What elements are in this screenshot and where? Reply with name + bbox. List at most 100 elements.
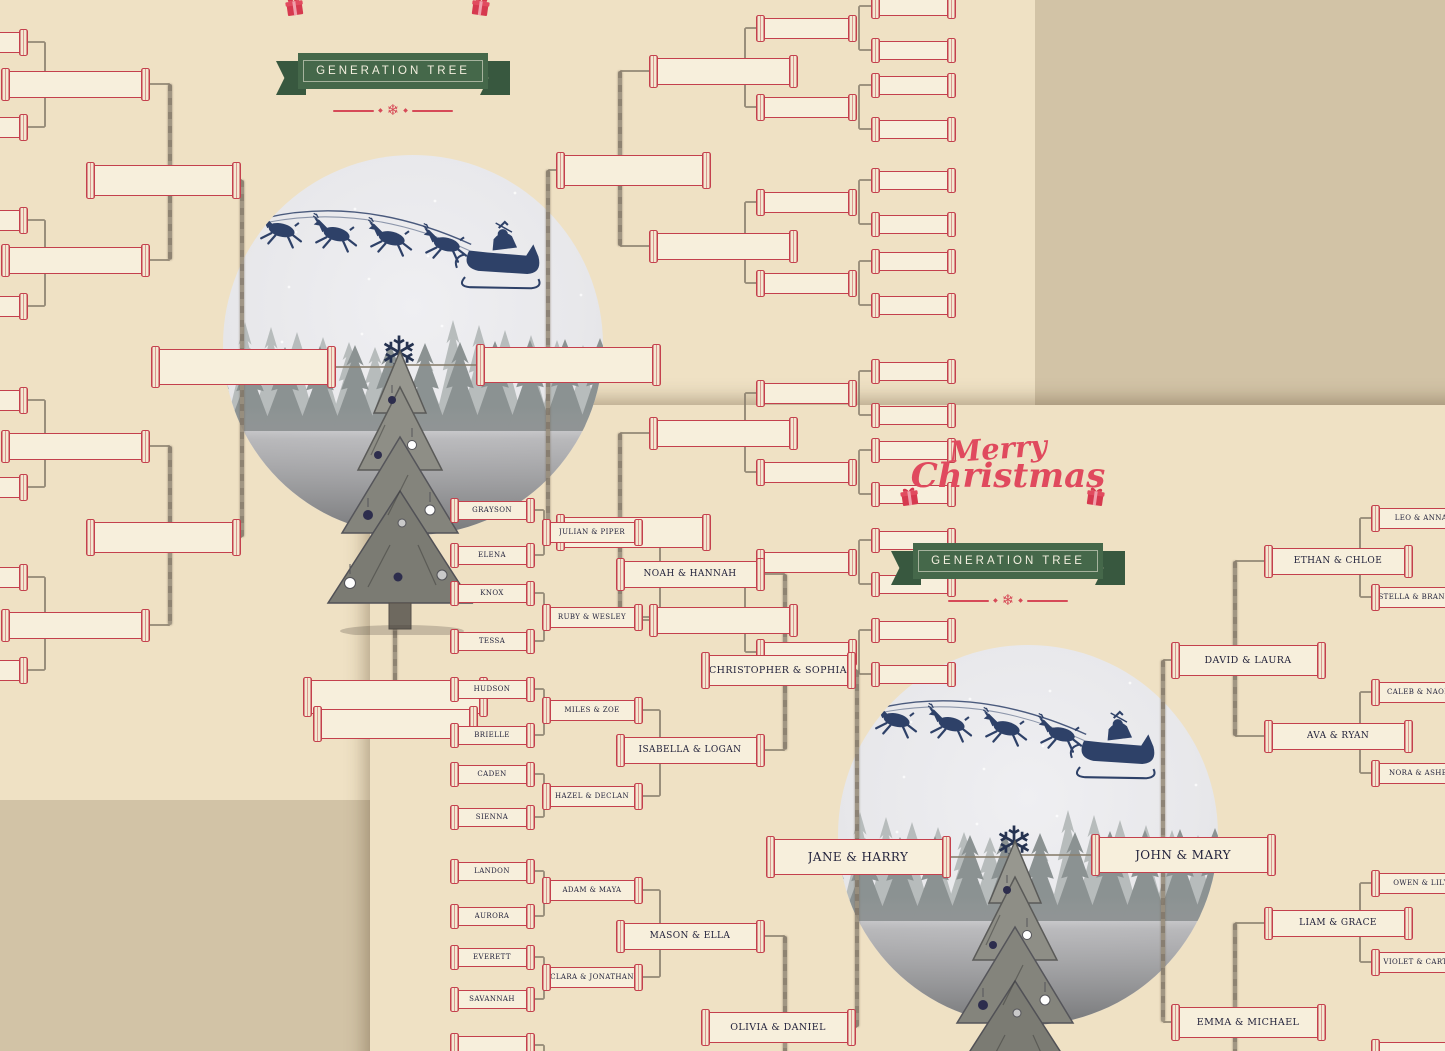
empty-name-banner: [0, 429, 150, 463]
family-name-banner: HAZEL & DECLAN: [541, 782, 643, 810]
empty-name-banner: [870, 661, 956, 687]
scroll-end: [1263, 544, 1273, 578]
family-name-label: STELLA & BRANDON: [1378, 593, 1445, 601]
scroll-end: [846, 651, 856, 689]
family-name-label: EVERETT: [473, 953, 511, 961]
family-name-banner: ELENA: [449, 542, 535, 568]
scroll-end: [312, 706, 322, 742]
branch-line: [745, 651, 760, 653]
family-name-label: ADAM & MAYA: [562, 886, 622, 894]
scroll-end: [449, 903, 459, 929]
scroll-end: [701, 513, 711, 551]
family-name-banner: ADAM & MAYA: [541, 876, 643, 904]
empty-name-banner: [0, 292, 28, 320]
branch-line: [1360, 961, 1375, 963]
scroll-end: [525, 986, 535, 1012]
scroll-end: [231, 161, 241, 199]
family-name-banner: MASON & ELLA: [615, 919, 765, 953]
family-name-banner: CALEB & NAOMI: [1370, 678, 1445, 706]
family-name-banner: JULIAN & PIPER: [541, 518, 643, 546]
empty-name-banner: [870, 571, 956, 597]
branch-line: [858, 85, 860, 129]
scroll-end: [946, 72, 956, 98]
branch-line: [946, 856, 1010, 858]
scroll-end: [525, 903, 535, 929]
empty-name-banner: [755, 93, 857, 121]
family-name-banner: JANE & HARRY: [765, 836, 951, 878]
branch-line: [530, 816, 544, 818]
scroll-end: [788, 416, 798, 450]
empty-name-banner: [755, 379, 857, 407]
scroll-end: [648, 416, 658, 450]
scroll-end: [1370, 759, 1380, 787]
branch-line: [530, 640, 544, 642]
branch-line: [638, 976, 660, 978]
branch-line: [1163, 659, 1175, 661]
branch-line: [23, 669, 45, 671]
family-name-banner: DAVID & LAURA: [1170, 641, 1326, 679]
scroll-end: [449, 628, 459, 654]
scroll-end: [870, 617, 880, 643]
family-name-label: CALEB & NAOMI: [1386, 688, 1445, 696]
christmas-tree-illustration: [955, 839, 1075, 1051]
family-name-banner: BRIELLE: [449, 722, 535, 748]
scroll-end: [870, 248, 880, 274]
family-name-label: ELENA: [477, 551, 507, 559]
scroll-end: [615, 557, 625, 591]
scroll-end: [449, 722, 459, 748]
scroll-end: [475, 344, 485, 386]
family-name-banner: AVA & RYAN: [1263, 719, 1413, 753]
scroll-end: [615, 919, 625, 953]
empty-name-banner: [870, 248, 956, 274]
scroll-end: [946, 402, 956, 428]
scroll-end: [870, 167, 880, 193]
scroll-end: [870, 571, 880, 597]
scroll-end: [946, 211, 956, 237]
branch-line: [859, 49, 873, 51]
branch-line: [530, 509, 544, 511]
empty-name-banner: [648, 416, 798, 450]
scroll-end: [755, 93, 765, 121]
branch-line: [760, 935, 785, 937]
scroll-end: [765, 836, 775, 878]
branch-line: [859, 673, 873, 675]
branch-line: [859, 223, 873, 225]
family-name-label: AURORA: [474, 912, 510, 920]
scroll-end: [755, 379, 765, 407]
branch-line: [1360, 691, 1375, 693]
empty-name-banner: [755, 458, 857, 486]
branch-line: [145, 624, 170, 626]
branch-line: [23, 576, 45, 578]
family-name-label: CADEN: [477, 770, 507, 778]
branch-line: [530, 773, 544, 775]
empty-name-banner: [648, 54, 798, 88]
family-name-banner: VIOLET & CARTER: [1370, 948, 1445, 976]
branch-line: [1010, 854, 1094, 856]
scroll-end: [449, 804, 459, 830]
scroll-end: [0, 67, 10, 101]
empty-name-banner: [85, 161, 241, 199]
scroll-end: [870, 72, 880, 98]
family-name-banner: GRAYSON: [449, 497, 535, 523]
empty-name-banner: [0, 386, 28, 414]
scroll-end: [755, 458, 765, 486]
scroll-end: [847, 188, 857, 216]
scroll-end: [140, 67, 150, 101]
scroll-end: [870, 527, 880, 553]
scroll-end: [449, 944, 459, 970]
scroll-end: [946, 248, 956, 274]
family-name-label: OLIVIA & DANIEL: [730, 1021, 826, 1033]
family-name-banner: ETHAN & CHLOE: [1263, 544, 1413, 578]
branch-line: [858, 371, 860, 415]
empty-name-banner: [312, 706, 478, 742]
empty-name-banner: [0, 243, 150, 277]
scroll-end: [541, 696, 551, 724]
family-name-banner: NOAH & HANNAH: [615, 557, 765, 591]
family-name-banner: EVERETT: [449, 944, 535, 970]
christmas-tree-illustration: [326, 349, 474, 635]
family-name-label: LEO & ANNA: [1394, 514, 1445, 522]
family-name-banner: CHRISTOPHER & SOPHIA: [700, 651, 856, 689]
scroll-end: [541, 876, 551, 904]
family-name-banner: TESSA: [449, 628, 535, 654]
branch-line: [145, 445, 170, 447]
